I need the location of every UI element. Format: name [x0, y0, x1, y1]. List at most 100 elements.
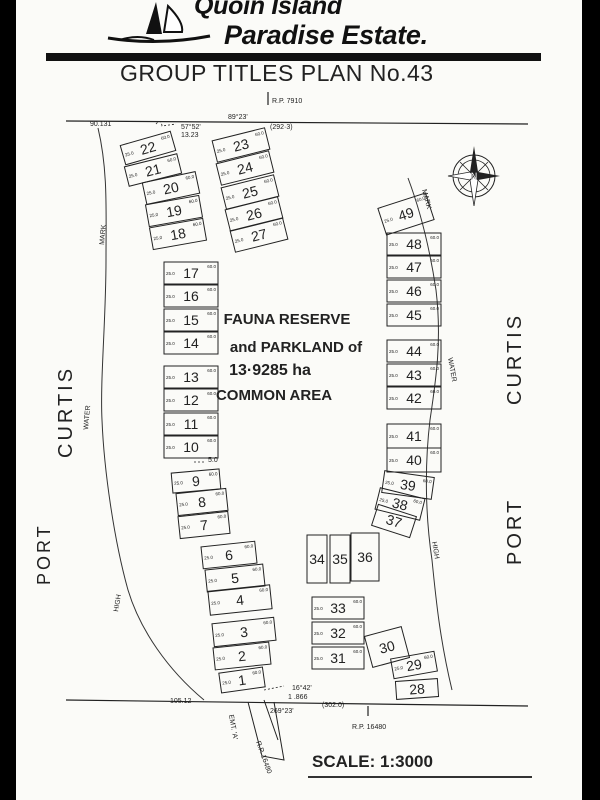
hwm-right-high: HIGH — [430, 541, 440, 559]
lot-14-outline — [163, 331, 219, 355]
scale-underline — [308, 776, 532, 778]
lot-48-dim-length: 60.0 — [430, 235, 439, 240]
lot-12-dim-length: 60.0 — [207, 391, 216, 396]
lot-16-outline — [163, 284, 219, 308]
lot-13-dim-width: 25.0 — [166, 375, 175, 380]
lot-13-number: 13 — [183, 369, 199, 385]
lot-26-number: 26 — [245, 204, 264, 223]
lot-49-dim-length: 60.0 — [416, 195, 426, 203]
lot-19-dim-width: 25.0 — [149, 212, 159, 219]
lot-4: 460.025.0 — [207, 584, 273, 616]
lot-46-dim-length: 60.0 — [430, 282, 439, 287]
lot-22-dim-length: 60.0 — [160, 134, 170, 141]
hwm-left-water: WATER — [83, 405, 92, 430]
lot-31-dim-width: 25.0 — [314, 656, 323, 661]
lot-3: 3 60.0 25.0 — [211, 616, 277, 648]
lot-38-dim-width: 25.0 — [379, 497, 389, 504]
lot-18-number: 18 — [169, 225, 187, 243]
lot-2-dim-length: 60.0 — [258, 644, 268, 650]
lot-3-number: 3 — [239, 624, 249, 641]
hwm-right-water: WATER — [446, 357, 457, 382]
lot-31-number: 31 — [330, 650, 346, 666]
lot-18-dim-length: 60.0 — [192, 221, 202, 228]
lot-29-number: 29 — [405, 656, 423, 674]
small-5-label: 5.0 — [208, 457, 218, 464]
lot-3-dim-width: 25.0 — [215, 632, 225, 638]
lot-5-number: 5 — [230, 570, 240, 587]
lot-27-dim-width: 25.0 — [234, 237, 244, 244]
water-labels: PORT CURTIS PORT CURTIS HIGH WATER MARK … — [34, 189, 526, 613]
lot-9-dim-length: 60.0 — [208, 471, 218, 477]
lot-30-outline — [363, 626, 411, 668]
lot-43-outline — [386, 363, 442, 387]
lot-35: 35 — [329, 534, 351, 584]
lot-42: 42 60.0 25.0 — [386, 386, 442, 410]
scale-label: SCALE: 1:3000 — [312, 752, 433, 771]
lot-46-number: 46 — [406, 283, 422, 299]
lot-37-number: 37 — [384, 511, 404, 531]
lot-42-number: 42 — [406, 390, 422, 406]
lot-20-outline — [141, 171, 201, 205]
lot-43-dim-width: 25.0 — [389, 373, 398, 378]
lot-42-dim-width: 25.0 — [389, 396, 398, 401]
lot-10-outline — [163, 435, 219, 459]
lot-24-dim-length: 60.0 — [259, 153, 269, 160]
corner-bottom: 105.12 — [170, 698, 192, 705]
estate-name-line1: Quoin Island — [194, 0, 342, 20]
compass-rose-icon: N — [447, 146, 500, 207]
port-right-label: PORT — [504, 498, 526, 565]
lot-17-dim-width: 25.0 — [166, 271, 175, 276]
lot-33-dim-length: 60.0 — [353, 599, 362, 604]
lot-42-dim-length: 60.0 — [430, 389, 439, 394]
lot-44-outline — [386, 339, 442, 363]
lot-19: 19 60.0 25.0 — [144, 194, 204, 228]
lot-34-outline — [306, 534, 328, 584]
hwm-left-high: HIGH — [113, 594, 123, 612]
lot-24-number: 24 — [236, 158, 255, 177]
lot-48-number: 48 — [406, 236, 422, 252]
bearing-bottom: 269°23' — [270, 707, 294, 715]
lot-31-dim-length: 60.0 — [353, 649, 362, 654]
header-rule — [46, 53, 541, 61]
lot-9-number: 9 — [191, 473, 200, 490]
lot-2-outline — [212, 641, 272, 671]
lot-29-outline — [390, 650, 438, 680]
lot-28: 28 — [394, 678, 440, 700]
lot-39-outline — [381, 470, 435, 500]
curtis-left-label: CURTIS — [55, 366, 77, 458]
lot-49-number: 49 — [396, 204, 416, 224]
lot-21-dim-length: 60.0 — [167, 156, 177, 163]
lot-45-outline — [386, 303, 442, 327]
dist-top: (292·3) — [270, 124, 293, 131]
lot-29-dim-width: 25.0 — [394, 665, 404, 672]
lot-26-dim-width: 25.0 — [229, 216, 239, 223]
lot-20-dim-width: 25.0 — [146, 189, 156, 196]
lot-11-outline — [163, 412, 219, 436]
lot-11-dim-width: 25.0 — [166, 422, 175, 427]
lot-42-outline — [386, 386, 442, 410]
svg-text:N: N — [471, 171, 478, 181]
lot-1-dim-length: 60.0 — [252, 669, 262, 675]
lot-27-outline — [229, 217, 289, 253]
lot-9-outline — [170, 468, 222, 494]
lot-32-dim-width: 25.0 — [314, 631, 323, 636]
plan-sheet: Quoin Island Paradise Estate. GROUP TITL… — [16, 0, 582, 800]
lot-28-number: 28 — [409, 680, 426, 697]
lot-19-number: 19 — [165, 202, 183, 220]
corner-top: 90.131 — [90, 121, 112, 128]
curtis-right-label: CURTIS — [504, 313, 526, 405]
